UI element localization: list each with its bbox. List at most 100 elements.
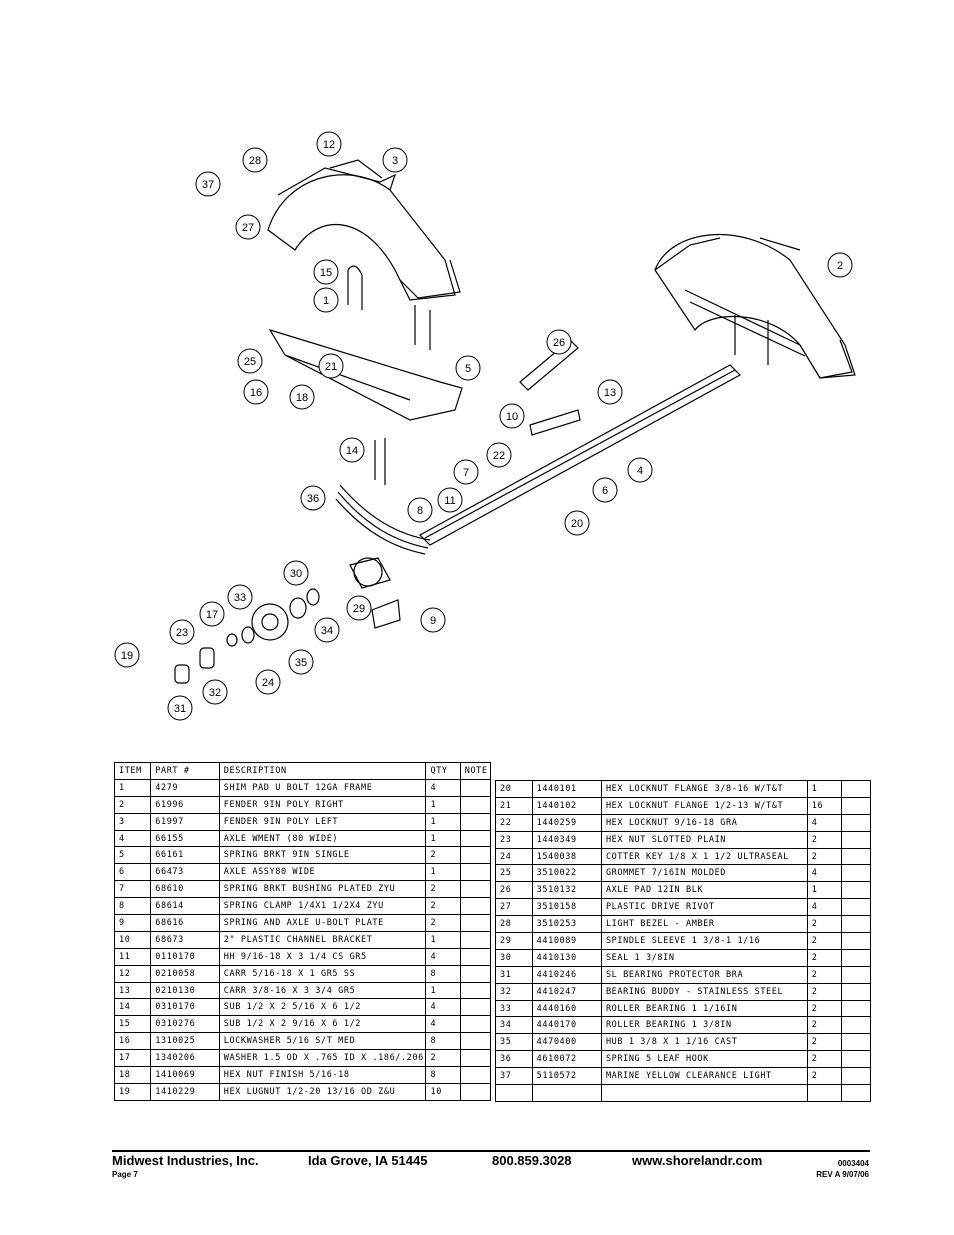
cell-item: 15 — [113, 1015, 152, 1034]
cell-qty: 2 — [806, 1016, 843, 1035]
callout-group: 1234567891011121314151617181920212223242… — [114, 131, 853, 721]
callout-label: 20 — [571, 518, 583, 530]
callout-label: 36 — [307, 493, 319, 505]
cell-note — [841, 1050, 871, 1069]
cell-qty: 4 — [806, 898, 843, 917]
cell-description: HH 9/16-18 X 3 1/4 CS GR5 — [218, 947, 427, 966]
cell-note — [841, 1033, 871, 1052]
callout-bubble — [195, 171, 221, 197]
callout-label: 31 — [174, 703, 186, 715]
cell-item: 20 — [495, 780, 533, 798]
cell-qty: 1 — [425, 863, 461, 882]
cell-part-number: 0310170 — [150, 998, 220, 1017]
cell-description: HEX NUT FINISH 5/16-18 — [218, 1066, 427, 1084]
cell-item: 35 — [495, 1033, 533, 1052]
cell-description: HUB 1 3/8 X 1 1/16 CAST — [600, 1033, 808, 1052]
cell-part-number: 4410130 — [531, 948, 602, 967]
axle-tube-part — [419, 364, 741, 546]
callout-bubble — [437, 487, 463, 513]
footer-revision: REV A 9/07/06 — [816, 1170, 869, 1179]
cell-part-number: 4610072 — [531, 1050, 602, 1069]
cell-description: SPRING BRKT BUSHING PLATED ZYU — [218, 880, 427, 899]
cell-item: 30 — [495, 948, 533, 967]
cell-description: ROLLER BEARING 1 3/8IN — [600, 1016, 808, 1035]
cell-part-number: 66155 — [150, 829, 220, 848]
cell-note — [841, 881, 871, 900]
callout-bubble — [288, 649, 314, 675]
cell-qty: 4 — [806, 813, 843, 832]
cell-qty: 2 — [806, 999, 843, 1018]
cell-qty: 8 — [425, 1032, 461, 1051]
cell-item: 13 — [113, 981, 152, 1000]
cell-note — [841, 999, 871, 1018]
cell-qty: 4 — [425, 778, 461, 797]
cell-part-number: 3510022 — [531, 864, 602, 883]
cell-item: 14 — [113, 998, 152, 1017]
callout-bubble — [242, 147, 268, 173]
callout-label: 7 — [463, 467, 469, 479]
callout-label: 33 — [234, 592, 246, 604]
cell-description: MARINE YELLOW CLEARANCE LIGHT — [600, 1067, 808, 1086]
cell-part-number: 68616 — [150, 914, 220, 932]
cell-description: CARR 3/8-16 X 3 3/4 GR5 — [218, 981, 427, 1000]
callout-label: 14 — [346, 445, 358, 457]
cell-item: 6 — [113, 863, 152, 882]
cell-qty: 2 — [806, 1050, 843, 1069]
cell-item: 9 — [113, 914, 152, 932]
cell-item: 33 — [495, 999, 533, 1018]
cell-qty — [806, 1084, 843, 1102]
cell-note — [459, 897, 492, 916]
footer-rule — [112, 1150, 870, 1152]
callout-label: 2 — [837, 260, 843, 272]
cell-part-number: 4410247 — [531, 982, 602, 1001]
cell-qty: 1 — [425, 981, 461, 1000]
cell-note — [459, 964, 492, 983]
callout-bubble — [169, 619, 195, 645]
cell-item: 11 — [113, 947, 152, 966]
cell-item: 32 — [495, 982, 533, 1001]
callout-bubble — [199, 601, 225, 627]
cell-description: HEX NUT SLOTTED PLAIN — [600, 830, 808, 849]
callout-label: 8 — [417, 505, 423, 517]
callout-label: 13 — [604, 387, 616, 399]
callout-bubble — [313, 259, 339, 285]
cell-note — [459, 930, 492, 949]
callout-label: 17 — [206, 609, 218, 621]
cell-item: 18 — [113, 1066, 152, 1084]
callout-label: 5 — [465, 363, 471, 375]
cell-item: 2 — [113, 795, 152, 814]
callout-bubble — [255, 669, 281, 695]
cell-item: 5 — [113, 846, 152, 865]
cell-note — [841, 915, 871, 934]
cell-description: FENDER 9IN POLY LEFT — [218, 812, 427, 831]
cell-description: HEX LUGNUT 1/2-20 13/16 OD Z&U — [218, 1082, 427, 1101]
callout-bubble — [243, 379, 269, 405]
cell-item: 31 — [495, 965, 533, 984]
cell-note — [459, 1015, 492, 1034]
cell-note — [841, 948, 871, 967]
callout-bubble — [318, 353, 344, 379]
cell-part-number: 0210058 — [150, 964, 220, 983]
callout-label: 30 — [290, 568, 302, 580]
cell-qty: 2 — [806, 847, 843, 866]
cell-part-number: 1440349 — [531, 830, 602, 849]
footer-doc-number: 0003404 — [837, 1159, 869, 1168]
cell-description: LIGHT BEZEL - AMBER — [600, 915, 808, 934]
cell-note — [459, 1032, 492, 1051]
